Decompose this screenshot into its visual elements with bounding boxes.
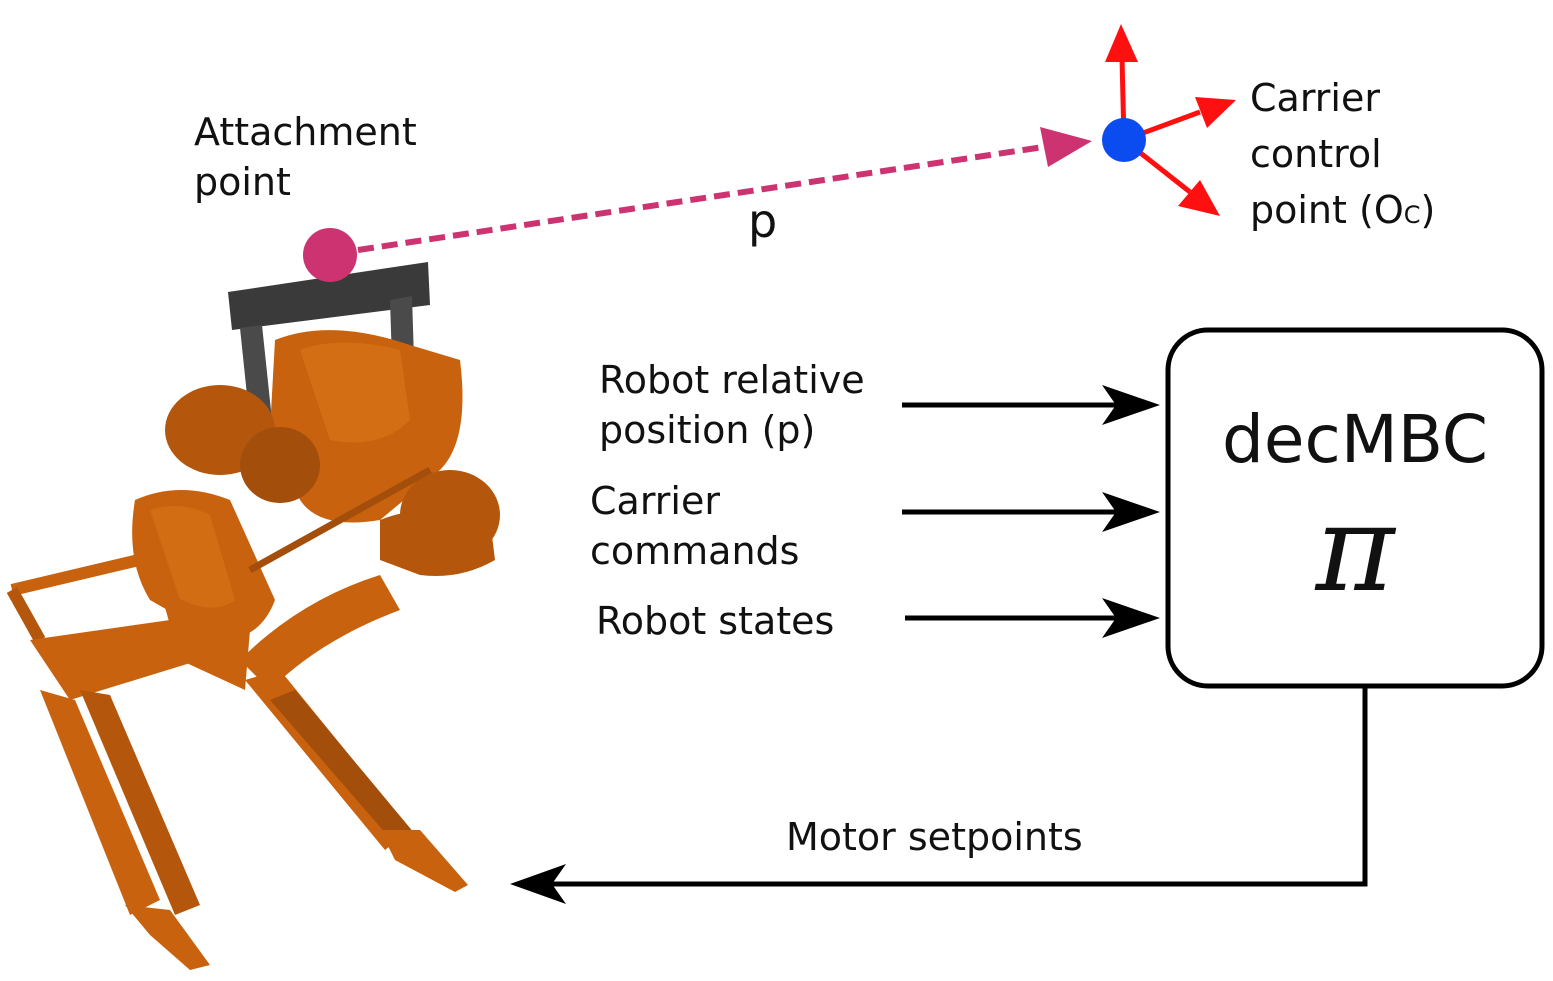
vector-p-line: [357, 143, 1051, 253]
vector-p-arrowhead: [1040, 127, 1092, 167]
carrier-label-close: ): [1420, 188, 1436, 232]
carrier-label-line1: Carrier: [1250, 76, 1380, 120]
attachment-label-line2: point: [194, 160, 291, 204]
commands-line2: commands: [590, 529, 800, 573]
carrier-control-point-marker: [1102, 118, 1146, 162]
attachment-label-line1: Attachment: [194, 110, 417, 154]
carrier-label-line2: control: [1250, 132, 1382, 176]
carrier-label-line3: point (OC): [1250, 182, 1435, 243]
input-relative-position-label: Robot relative position (p): [599, 355, 865, 455]
input-robot-states-label: Robot states: [596, 599, 835, 643]
output-motor-setpoints-label: Motor setpoints: [786, 815, 1083, 859]
robot-thigh-right: [380, 510, 495, 576]
robot-shin-left: [30, 620, 200, 700]
relpos-line1: Robot relative: [599, 358, 865, 402]
policy-symbol: π: [1315, 480, 1395, 619]
robot-knee-right: [240, 575, 400, 690]
policy-name: decMBC: [1222, 401, 1488, 478]
relpos-line2: position (p): [599, 408, 816, 452]
carrier-label-subscript: C: [1403, 201, 1421, 229]
attachment-point-label: Attachment point: [194, 107, 417, 207]
arrow-motor-setpoints: [540, 688, 1368, 887]
robot-foot-right: [380, 830, 468, 892]
vector-p-label: p: [748, 194, 778, 248]
commands-line1: Carrier: [590, 479, 720, 523]
carrier-label-main: point (O: [1250, 188, 1404, 232]
carrier-control-point-label: Carrier control point (OC): [1250, 70, 1435, 243]
input-carrier-commands-label: Carrier commands: [590, 476, 799, 576]
robot-illustration: [6, 262, 500, 970]
policy-box: [1165, 327, 1545, 689]
robot-foot-left: [125, 905, 210, 970]
attachment-point-marker: [303, 228, 357, 282]
